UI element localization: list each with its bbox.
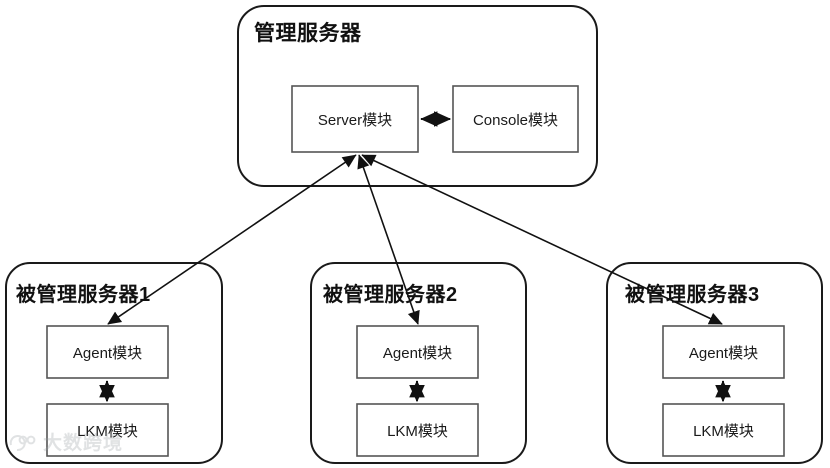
server-agent3-arrow <box>361 154 723 325</box>
console-module-label: Console模块 <box>472 111 559 129</box>
agent-module-label-3: Agent模块 <box>688 344 759 362</box>
management-server-title: 管理服务器 <box>254 22 362 45</box>
lkm-module-box-1[interactable] <box>46 403 169 457</box>
agent-module-label-2: Agent模块 <box>382 344 453 362</box>
lkm-module-label-1: LKM模块 <box>77 422 138 440</box>
lkm-module-label-2: LKM模块 <box>387 422 448 440</box>
agent-module-label-1: Agent模块 <box>72 344 143 362</box>
server-agent1-arrow <box>107 154 357 325</box>
lkm-module-box-2[interactable] <box>356 403 479 457</box>
managed-server-2-title: 被管理服务器2 <box>323 284 458 306</box>
console-module-box[interactable] <box>452 85 579 153</box>
agent-module-box-2[interactable] <box>356 325 479 379</box>
server-module-box[interactable] <box>291 85 419 153</box>
agent-module-box-1[interactable] <box>46 325 169 379</box>
lkm-module-box-3[interactable] <box>662 403 785 457</box>
managed-server-1-title: 被管理服务器1 <box>16 284 151 306</box>
server-module-label: Server模块 <box>317 111 393 129</box>
lkm-module-label-3: LKM模块 <box>693 422 754 440</box>
agent-module-box-3[interactable] <box>662 325 785 379</box>
managed-server-3-title: 被管理服务器3 <box>625 284 760 306</box>
